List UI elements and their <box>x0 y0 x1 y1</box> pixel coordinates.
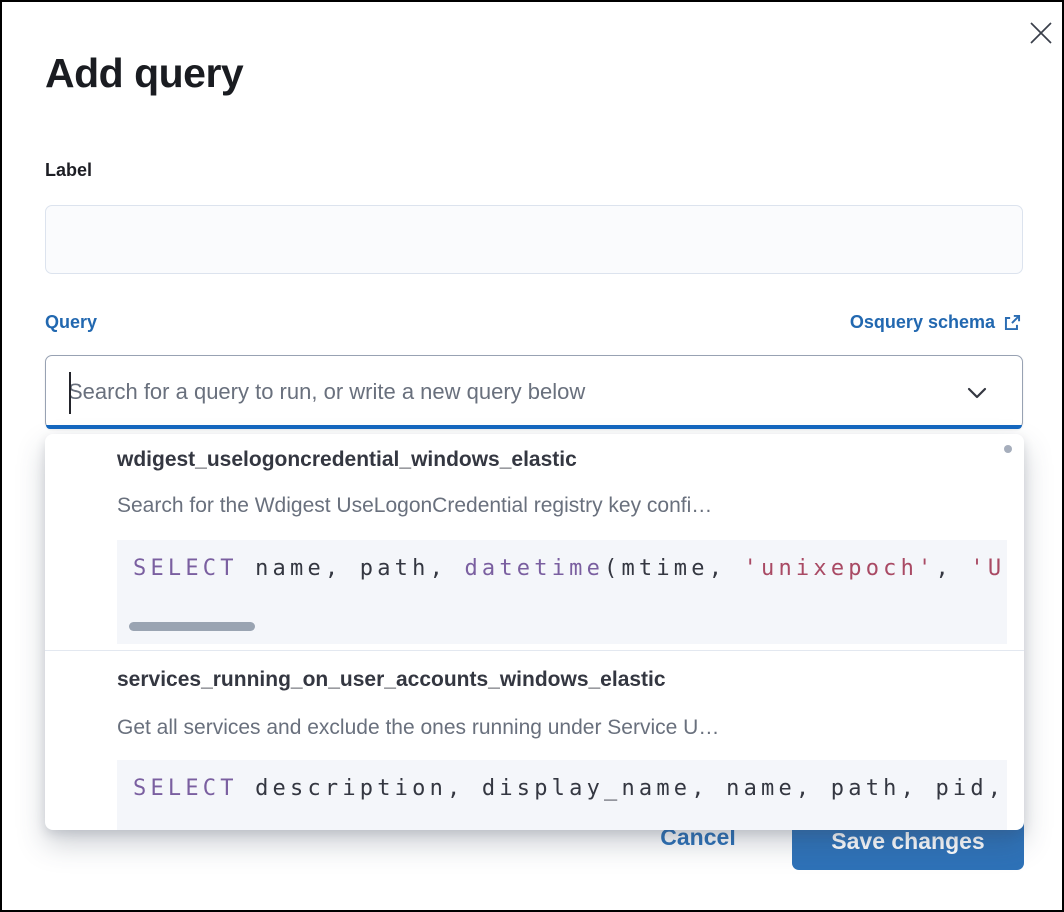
page-title: Add query <box>45 50 244 96</box>
query-field-header: Query Osquery schema <box>45 312 1023 333</box>
sql-code-line: SELECT name, path, datetime(mtime, 'unix… <box>133 556 1005 581</box>
query-search-input[interactable] <box>68 356 948 428</box>
label-field-label: Label <box>45 160 93 180</box>
sql-text: name, path, <box>237 556 465 581</box>
query-field-label: Query <box>45 312 98 332</box>
query-option-title: services_running_on_user_accounts_window… <box>117 668 666 691</box>
horizontal-scrollbar-thumb[interactable] <box>129 622 255 631</box>
sql-keyword: SELECT <box>133 776 238 801</box>
options-divider <box>45 650 1024 651</box>
sql-keyword: datetime <box>464 556 605 581</box>
label-input[interactable] <box>45 205 1023 274</box>
external-link-icon <box>1002 312 1023 333</box>
query-code-preview: SELECT name, path, datetime(mtime, 'unix… <box>117 540 1007 644</box>
query-combobox[interactable] <box>45 355 1023 429</box>
osquery-schema-link-label: Osquery schema <box>849 312 995 332</box>
query-option-services[interactable]: services_running_on_user_accounts_window… <box>45 651 1024 830</box>
query-option-description: Search for the Wdigest UseLogonCredentia… <box>117 494 713 517</box>
close-icon <box>1028 20 1054 46</box>
query-option-description: Get all services and exclude the ones ru… <box>117 716 720 739</box>
sql-code-line: SELECT description, display_name, name, … <box>133 776 1005 801</box>
sql-string: 'U <box>970 556 1006 581</box>
sql-string: 'unixepoch' <box>743 556 936 581</box>
query-suggestions-dropdown: wdigest_uselogoncredential_windows_elast… <box>45 434 1024 830</box>
chevron-down-icon <box>967 387 987 399</box>
query-code-preview: SELECT description, display_name, name, … <box>117 760 1007 830</box>
sql-text: description, display_name, name, path, p… <box>237 776 1006 801</box>
vertical-scrollbar-thumb[interactable] <box>1004 445 1012 453</box>
query-option-wdigest[interactable]: wdigest_uselogoncredential_windows_elast… <box>45 434 1024 650</box>
osquery-schema-link[interactable]: Osquery schema <box>850 312 1023 333</box>
sql-text: , <box>935 556 971 581</box>
sql-keyword: SELECT <box>133 556 238 581</box>
combobox-toggle-button[interactable] <box>966 383 988 403</box>
text-cursor <box>69 372 71 414</box>
query-option-title: wdigest_uselogoncredential_windows_elast… <box>117 448 577 471</box>
close-button[interactable] <box>1024 16 1058 50</box>
sql-text: (mtime, <box>604 556 744 581</box>
